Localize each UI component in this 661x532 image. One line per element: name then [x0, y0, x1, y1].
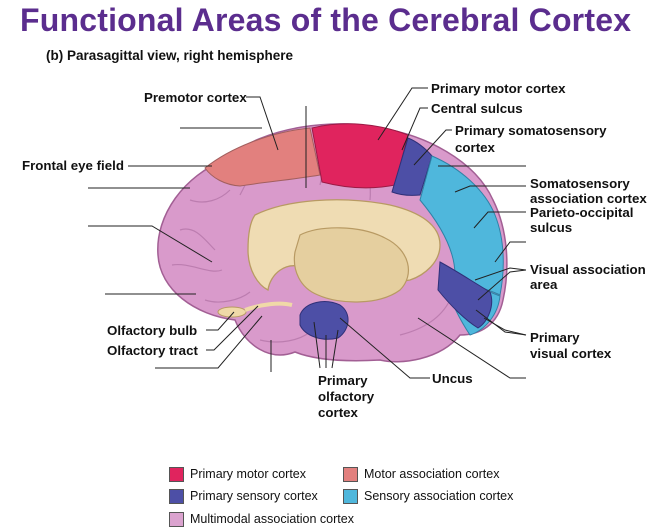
- leader-primary-visual-2: [475, 309, 527, 336]
- thalamus: [293, 227, 409, 303]
- leader-blank-temporal-1: [155, 315, 263, 369]
- label-olfactory-tract: Olfactory tract: [107, 343, 198, 358]
- olfactory-tract: [244, 301, 293, 312]
- label-primary-somatosensory-1: Primary somatosensory: [455, 123, 607, 138]
- legend-item-motor-association: Motor association cortex: [343, 466, 499, 482]
- label-primary-olfactory-3: cortex: [318, 405, 358, 420]
- legend-item-primary-sensory: Primary sensory cortex: [169, 488, 318, 504]
- leader-primary-somatosensory: [413, 129, 452, 166]
- legend-item-sensory-association: Sensory association cortex: [343, 488, 513, 504]
- label-primary-olfactory-2: olfactory: [318, 389, 375, 404]
- figure-subtitle: (b) Parasagittal view, right hemisphere: [46, 48, 294, 63]
- leader-parieto-occipital: [473, 211, 526, 229]
- leader-blank-occipital: [494, 241, 526, 263]
- legend-item-multimodal-association: Multimodal association cortex: [169, 511, 354, 527]
- label-visual-association-2: area: [530, 277, 558, 292]
- legend-label-primary-motor: Primary motor cortex: [190, 467, 306, 481]
- legend-label-multimodal-association: Multimodal association cortex: [190, 512, 354, 526]
- label-frontal-eye-field: Frontal eye field: [22, 158, 124, 173]
- motor-association-region: [204, 127, 321, 187]
- legend-item-primary-motor: Primary motor cortex: [169, 466, 306, 482]
- label-parieto-occipital-1: Parieto-occipital: [530, 205, 634, 220]
- legend-swatch-motor-association: [343, 466, 358, 482]
- sensory-association-region: [419, 155, 504, 296]
- leader-primary-olfactory-3: [313, 321, 321, 369]
- label-visual-association-1: Visual association: [530, 262, 646, 277]
- label-somatosensory-association-1: Somatosensory: [530, 176, 630, 191]
- primary-motor-region: [311, 123, 409, 189]
- leader-olfactory-bulb: [206, 311, 235, 331]
- label-premotor-cortex: Premotor cortex: [144, 90, 247, 105]
- leader-premotor: [246, 96, 279, 151]
- label-primary-visual-1: Primary: [530, 330, 580, 345]
- leader-visual-association-1: [474, 267, 527, 281]
- leader-primary-olfactory-2: [331, 329, 339, 369]
- legend-swatch-sensory-association: [343, 488, 358, 504]
- legend-label-motor-association: Motor association cortex: [364, 467, 500, 481]
- leader-somatosensory-association: [454, 185, 526, 193]
- label-central-sulcus: Central sulcus: [431, 101, 523, 116]
- leader-primary-motor: [377, 87, 428, 141]
- label-primary-somatosensory-2: cortex: [455, 140, 495, 155]
- legend-swatch-primary-sensory: [169, 488, 184, 504]
- leader-blank-frontal-3: [88, 225, 213, 263]
- leader-uncus: [339, 317, 430, 379]
- label-parieto-occipital-2: sulcus: [530, 220, 573, 235]
- legend-label-primary-sensory: Primary sensory cortex: [190, 489, 318, 503]
- label-primary-visual-2: visual cortex: [530, 346, 612, 361]
- label-primary-olfactory-1: Primary: [318, 373, 368, 388]
- legend-swatch-multimodal-association: [169, 511, 184, 527]
- label-olfactory-bulb: Olfactory bulb: [107, 323, 198, 338]
- primary-somatosensory-region: [391, 137, 433, 196]
- label-primary-motor-cortex: Primary motor cortex: [431, 81, 566, 96]
- leader-lines: [88, 87, 527, 379]
- leader-visual-association-2: [477, 269, 527, 301]
- primary-olfactory-region: [299, 301, 349, 340]
- label-uncus: Uncus: [432, 371, 473, 386]
- label-somatosensory-association-2: association cortex: [530, 191, 647, 206]
- leader-blank-temporal-3: [417, 317, 526, 379]
- legend-swatch-primary-motor: [169, 466, 184, 482]
- legend-label-sensory-association: Sensory association cortex: [364, 489, 514, 503]
- olfactory-bulb: [217, 306, 247, 318]
- leader-central-sulcus: [401, 107, 428, 151]
- page-title: Functional Areas of the Cerebral Cortex: [20, 2, 632, 38]
- leader-olfactory-tract: [206, 305, 259, 351]
